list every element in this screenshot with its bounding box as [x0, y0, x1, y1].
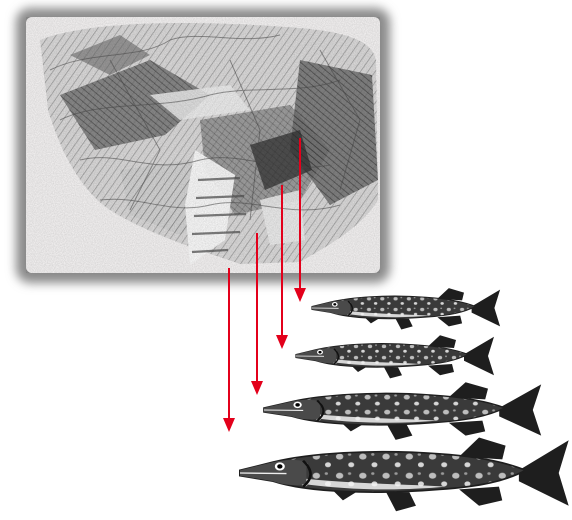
pike-fish-icon — [240, 437, 569, 511]
fish-group — [240, 288, 569, 511]
red-arrow — [223, 268, 235, 432]
pike-fish-icon — [312, 288, 500, 329]
pencil-sketch-panel — [16, 8, 390, 283]
pike-fish-icon — [264, 382, 541, 440]
pencil-sketch-icon — [26, 17, 380, 273]
pike-fish-icon — [296, 335, 494, 378]
